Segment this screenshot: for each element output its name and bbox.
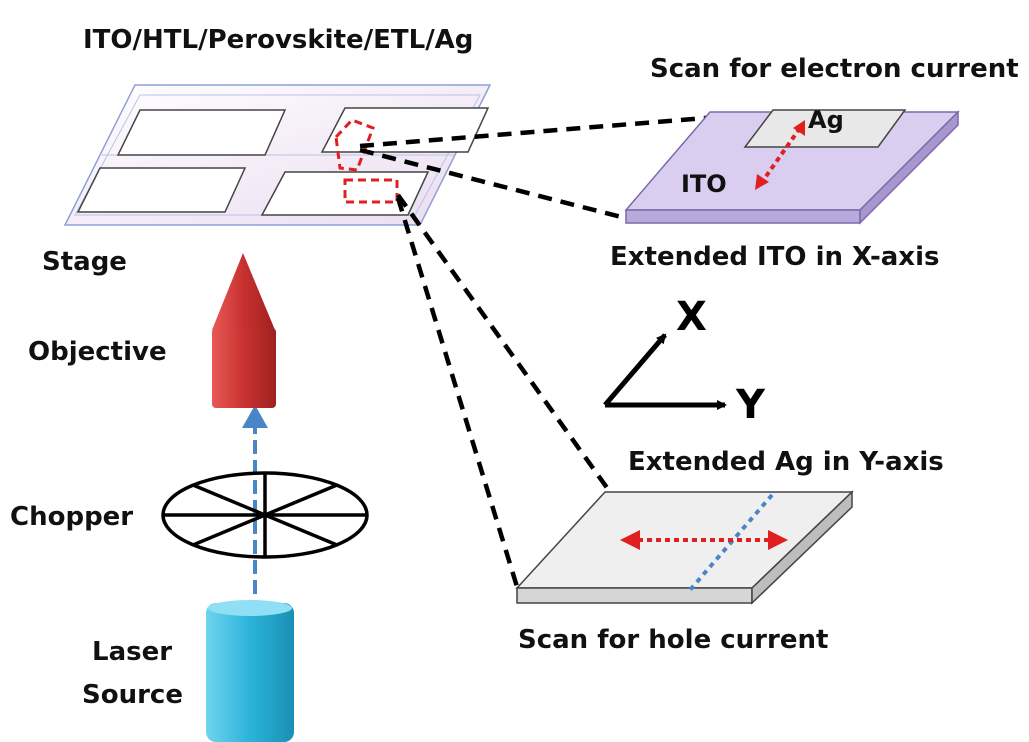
stage-label: Stage — [42, 247, 127, 277]
objective-label: Objective — [28, 337, 167, 367]
ito-label: ITO — [681, 170, 727, 198]
x-axis-arrow — [603, 333, 667, 407]
ag-label: Ag — [808, 106, 844, 134]
arrowhead — [620, 530, 640, 550]
projection-lines — [359, 114, 719, 591]
electron-scan-device — [624, 109, 960, 225]
objective-cone — [212, 253, 275, 330]
projection-line — [395, 197, 521, 591]
y-axis-label: Y — [735, 382, 766, 428]
arrowhead — [755, 174, 769, 190]
extended-ito-label: Extended ITO in X-axis — [610, 242, 939, 272]
laser-label-line1: Laser — [92, 637, 172, 667]
objective-body — [212, 328, 276, 408]
ag-plate-front — [516, 587, 753, 604]
laser-label-line2: Source — [82, 680, 183, 710]
scan-region-hole — [343, 178, 399, 204]
projection-line — [396, 193, 612, 494]
projection-line — [359, 147, 634, 223]
laser-source-top — [208, 600, 292, 616]
xy-axes — [603, 333, 727, 410]
chopper-spoke — [192, 483, 338, 547]
arrowhead — [768, 530, 788, 550]
laser-source-body — [206, 603, 294, 742]
stack-label: ITO/HTL/Perovskite/ETL/Ag — [83, 25, 473, 55]
chopper — [161, 471, 369, 559]
device-top-right — [320, 107, 490, 153]
ag-pad — [743, 109, 907, 148]
device-top-left — [116, 109, 287, 156]
ito-layer-side — [859, 110, 959, 225]
device-bottom-left — [76, 167, 247, 213]
ag-plate-side — [751, 490, 853, 605]
arrowhead — [793, 120, 805, 136]
optical-path — [161, 253, 369, 742]
extended-ag-label: Extended Ag in Y-axis — [628, 447, 944, 477]
chopper-label: Chopper — [10, 502, 133, 532]
ito-layer-front — [625, 209, 861, 224]
hole-scan-device — [515, 490, 854, 605]
electron-scan-arrow — [760, 126, 802, 184]
projection-line — [359, 114, 719, 149]
stage — [63, 84, 492, 226]
scan-hole-label: Scan for hole current — [518, 625, 828, 655]
laser-beam-arrowhead — [242, 405, 268, 428]
extended-ag-line — [688, 493, 774, 592]
scan-electron-label: Scan for electron current — [650, 54, 1019, 84]
x-axis-label: X — [676, 294, 707, 340]
